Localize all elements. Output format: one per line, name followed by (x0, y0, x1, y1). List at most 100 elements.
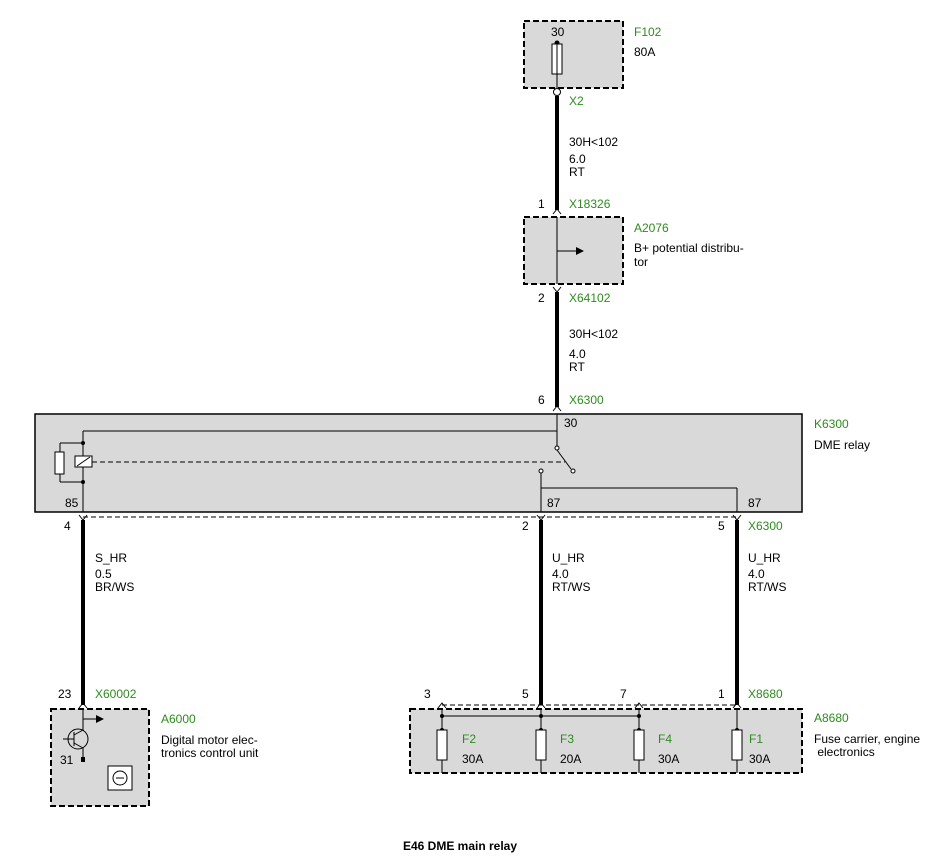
a6000-transistor-collector (73, 729, 84, 736)
wire1-signal: 30H<102 (569, 135, 618, 149)
wire3-signal: S_HR (95, 551, 127, 565)
k6300-contact-top (554, 445, 560, 451)
x64102-pin: 2 (538, 291, 545, 305)
k6300-node-2 (81, 480, 85, 484)
a6000-component: 31 A6000 Digital motor elec- tronics con… (50, 708, 259, 807)
wire4-signal: U_HR (552, 551, 585, 565)
x64102-pin-symbol (552, 286, 562, 293)
wire5-size: 4.0 (748, 567, 765, 581)
x8680-pin-1: 1 (718, 687, 725, 701)
a2076-id: A2076 (634, 221, 669, 235)
x8680-label: X8680 (748, 687, 783, 701)
x6300-top-pin: 6 (538, 393, 545, 407)
a2076-desc-1: B+ potential distribu- (634, 241, 744, 255)
fuse-f1-rating: 30A (749, 752, 770, 766)
k6300-box (34, 413, 803, 513)
a8680-desc-2: electronics (814, 745, 875, 759)
x60002-pin: 23 (58, 687, 72, 701)
a2076-component: A2076 B+ potential distribu- tor (523, 216, 744, 285)
wire3-color: BR/WS (95, 580, 134, 594)
f102-rating: 80A (634, 45, 655, 59)
f102-terminal-label: 30 (551, 25, 565, 39)
wire1-size: 6.0 (569, 152, 586, 166)
k6300-id: K6300 (814, 417, 849, 431)
fuse-f2-icon (436, 729, 448, 761)
fuse-f2-rating: 30A (462, 752, 483, 766)
x2-connector-pin (553, 88, 561, 96)
x8680-pin1-symbol (732, 702, 742, 709)
a6000-transistor-emitter (73, 742, 84, 749)
x18326-pin-symbol (552, 208, 562, 215)
wire5-signal: U_HR (748, 551, 781, 565)
diagram-title: E46 DME main relay (403, 839, 517, 853)
x60002-pin-symbol (78, 702, 88, 709)
k6300-switch-blade (556, 449, 572, 470)
wire3-size: 0.5 (95, 567, 112, 581)
x64102-label: X64102 (569, 291, 611, 305)
x18326-label: X18326 (569, 197, 611, 211)
a8680-node-f4 (637, 714, 641, 718)
k6300-contact-no (538, 468, 544, 474)
a6000-arrow-icon (96, 715, 104, 723)
x6300-pin2: 2 (522, 519, 529, 533)
wire2-color: RT (569, 360, 585, 374)
a6000-desc-1: Digital motor elec- (161, 733, 258, 747)
x2-connector-label: X2 (569, 94, 584, 108)
fuse-f4-icon (633, 729, 645, 761)
x8680-pin-7: 7 (620, 687, 627, 701)
x8680-pin-3: 3 (424, 687, 431, 701)
wire1-color: RT (569, 165, 585, 179)
k6300-coil-diag (76, 456, 91, 467)
x8680-pin7-symbol (634, 702, 644, 709)
a6000-ecu-icon (107, 765, 133, 791)
a6000-desc-2: tronics control unit (161, 746, 259, 760)
a2076-desc-2: tor (634, 255, 648, 269)
k6300-t30-label: 30 (564, 416, 578, 430)
k6300-t87a-label: 87 (547, 496, 561, 510)
x8680-pin-5: 5 (522, 687, 529, 701)
fuse-f1-icon (731, 729, 743, 761)
a8680-node-f2 (440, 714, 444, 718)
a6000-ground-icon (81, 757, 85, 762)
wire4-color: RT/WS (552, 580, 590, 594)
a6000-t31: 31 (60, 753, 74, 767)
a8680-component: F2 30A F3 20A F4 30A F1 30A A8680 Fuse c… (409, 708, 920, 774)
fuse-f4-id: F4 (658, 732, 672, 746)
x60002-label: X60002 (95, 687, 137, 701)
x8680-pin5-symbol (536, 702, 546, 709)
fuse-f2-id: F2 (462, 732, 476, 746)
a6000-id: A6000 (161, 712, 196, 726)
k6300-component: 30 85 87 87 K6300 DME relay (34, 413, 870, 513)
x6300-pin4: 4 (64, 519, 71, 533)
a2076-arrow-icon (576, 247, 584, 255)
x6300-pin5: 5 (718, 519, 725, 533)
x18326-pin: 1 (538, 197, 545, 211)
wire4-size: 4.0 (552, 567, 569, 581)
a6000-box (50, 708, 150, 807)
a6000-ecu-circle (112, 770, 128, 786)
fuse-f1-id: F1 (749, 732, 763, 746)
wire5-color: RT/WS (748, 580, 786, 594)
wire2-signal: 30H<102 (569, 327, 618, 341)
fuse-f4-rating: 30A (658, 752, 679, 766)
a8680-node-f3 (539, 714, 543, 718)
k6300-t87b-label: 87 (748, 496, 762, 510)
k6300-resistor-icon (54, 451, 65, 475)
k6300-t85-label: 85 (65, 496, 79, 510)
x6300-bottom-label: X6300 (748, 519, 783, 533)
x8680-pin3-symbol (437, 702, 447, 709)
k6300-contact-nc (570, 468, 576, 474)
fuse-f3-rating: 20A (560, 752, 581, 766)
a8680-id: A8680 (814, 711, 849, 725)
wire2-size: 4.0 (569, 347, 586, 361)
f102-component: 30 F102 80A (523, 20, 662, 89)
a8680-desc-1: Fuse carrier, engine (814, 732, 920, 746)
f102-box (523, 20, 624, 89)
x6300-top-label: X6300 (569, 393, 604, 407)
k6300-desc: DME relay (814, 438, 870, 452)
f102-id: F102 (634, 25, 662, 39)
fuse-f3-icon (535, 729, 547, 761)
fuse-f3-id: F3 (560, 732, 574, 746)
k6300-node-1 (81, 441, 85, 445)
